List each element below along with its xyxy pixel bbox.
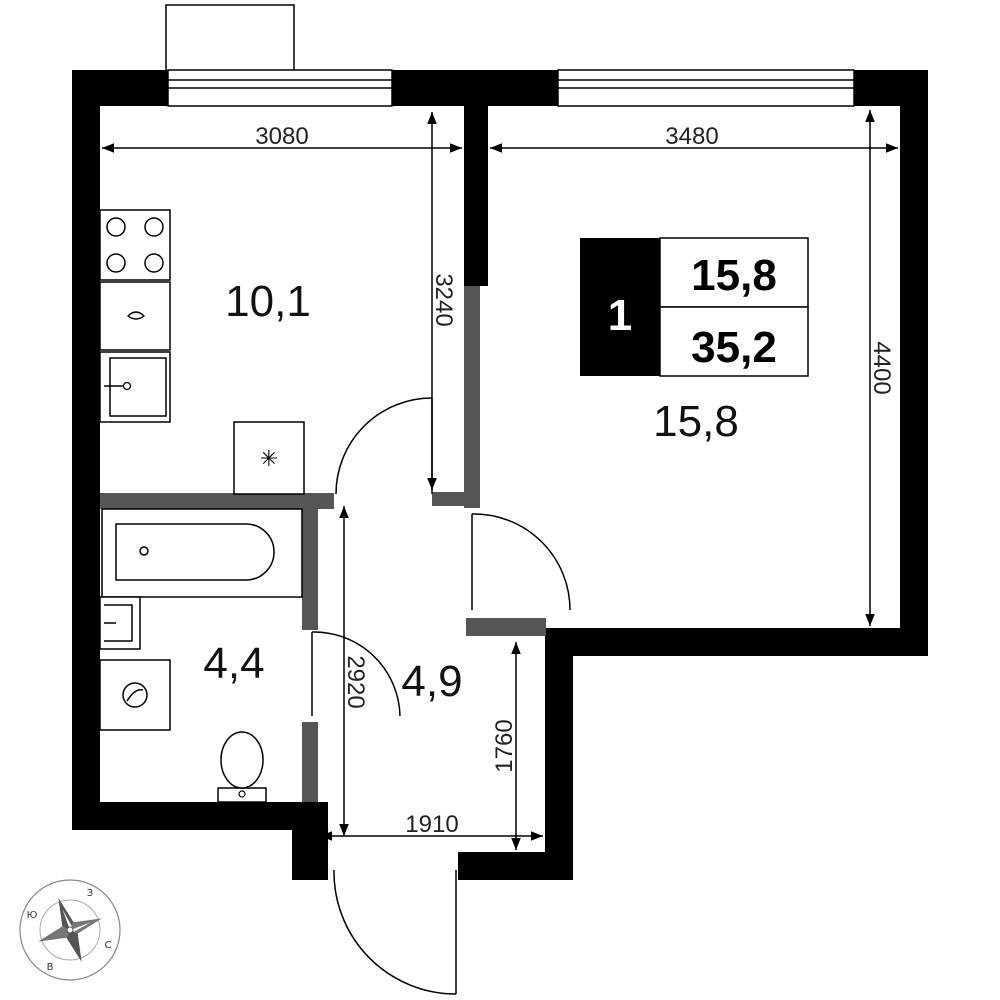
window-living xyxy=(557,69,855,107)
dim-hall-depth: 1760 xyxy=(491,719,518,772)
fridge: ✳ xyxy=(233,421,305,495)
kitchen-sink xyxy=(99,351,171,423)
bathroom-area: 4,4 xyxy=(203,639,264,688)
apartment-badge: 1 15,8 35,2 xyxy=(580,237,809,377)
compass-rose-icon xyxy=(38,898,102,962)
hallway-area: 4,9 xyxy=(401,657,462,706)
stove xyxy=(99,209,171,281)
exterior-walls xyxy=(72,70,928,880)
dim-kitchen-width: 3080 xyxy=(255,123,308,150)
dimension-lines xyxy=(102,110,898,850)
badge-living-area: 15,8 xyxy=(691,251,777,300)
exterior-box xyxy=(165,4,295,72)
compass-west-label: Ю xyxy=(27,910,38,921)
dim-living-width: 3480 xyxy=(665,123,718,150)
washing-machine xyxy=(99,659,171,731)
door-living xyxy=(471,513,571,611)
badge-room-count: 1 xyxy=(608,291,632,340)
interior-partitions xyxy=(100,286,546,802)
door-entrance xyxy=(333,869,457,995)
door-kitchen xyxy=(335,397,433,495)
bathtub xyxy=(101,508,303,598)
badge-total-area: 35,2 xyxy=(691,323,777,372)
dim-living-depth: 4400 xyxy=(868,341,895,394)
toilet xyxy=(217,731,267,803)
window-kitchen xyxy=(167,69,393,107)
dim-hall-length: 2920 xyxy=(342,655,369,708)
snowflake-icon: ✳ xyxy=(260,446,278,471)
compass-south-label: В xyxy=(47,962,54,973)
bathroom-sink xyxy=(99,596,141,650)
compass-east-label: С xyxy=(105,940,112,951)
dim-hall-width: 1910 xyxy=(405,811,458,838)
dim-kitchen-depth: 3240 xyxy=(430,273,457,326)
kitchen-area: 10,1 xyxy=(225,277,311,326)
living-room-area: 15,8 xyxy=(653,397,739,446)
dishwasher xyxy=(99,281,171,351)
compass-north-label: З xyxy=(87,888,93,899)
door-bathroom xyxy=(311,631,401,717)
compass: З С В Ю xyxy=(19,879,121,981)
